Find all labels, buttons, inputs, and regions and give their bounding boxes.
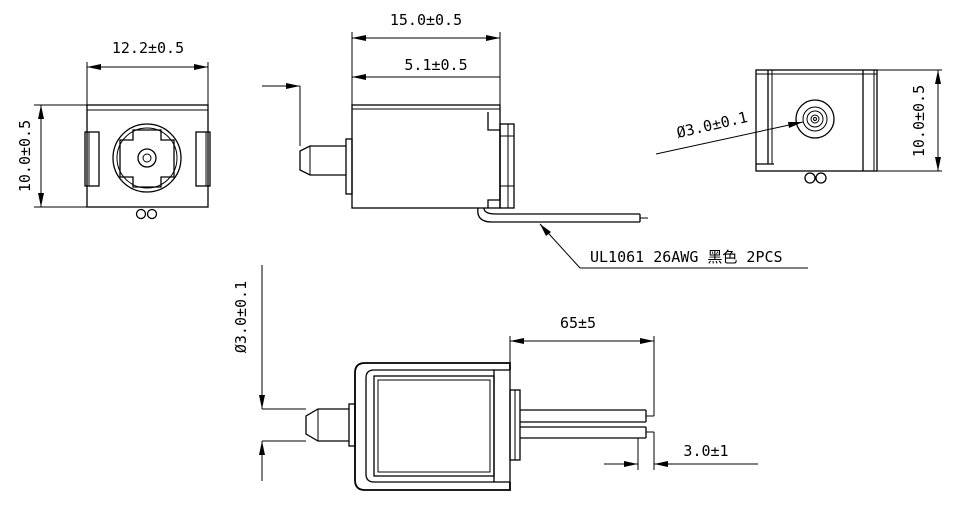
front-height-label: 10.0±0.5 [16, 120, 34, 192]
wire-spec-label: UL1061 26AWG 黑色 2PCS [590, 248, 783, 266]
front-view: 12.2±0.5 10.0±0.5 [16, 39, 211, 220]
front-width-label: 12.2±0.5 [112, 39, 184, 57]
side-inner-label: 5.1±0.5 [404, 56, 467, 74]
back-view: Ø3.0±0.1 10.0±0.5 [655, 69, 942, 184]
bottom-view: Ø3.0±0.1 65±5 3.0±1 [232, 265, 758, 491]
side-view: 15.0±0.5 5.1±0.5 UL1061 26AWG 黑色 2PCS [262, 11, 808, 269]
wire-strip-label: 3.0±1 [683, 442, 728, 460]
back-diameter-label: Ø3.0±0.1 [675, 108, 749, 142]
back-height-label: 10.0±0.5 [910, 85, 928, 157]
wire-length-label: 65±5 [560, 314, 596, 332]
side-length-label: 15.0±0.5 [390, 11, 462, 29]
plunger-diameter-label: Ø3.0±0.1 [232, 281, 250, 353]
